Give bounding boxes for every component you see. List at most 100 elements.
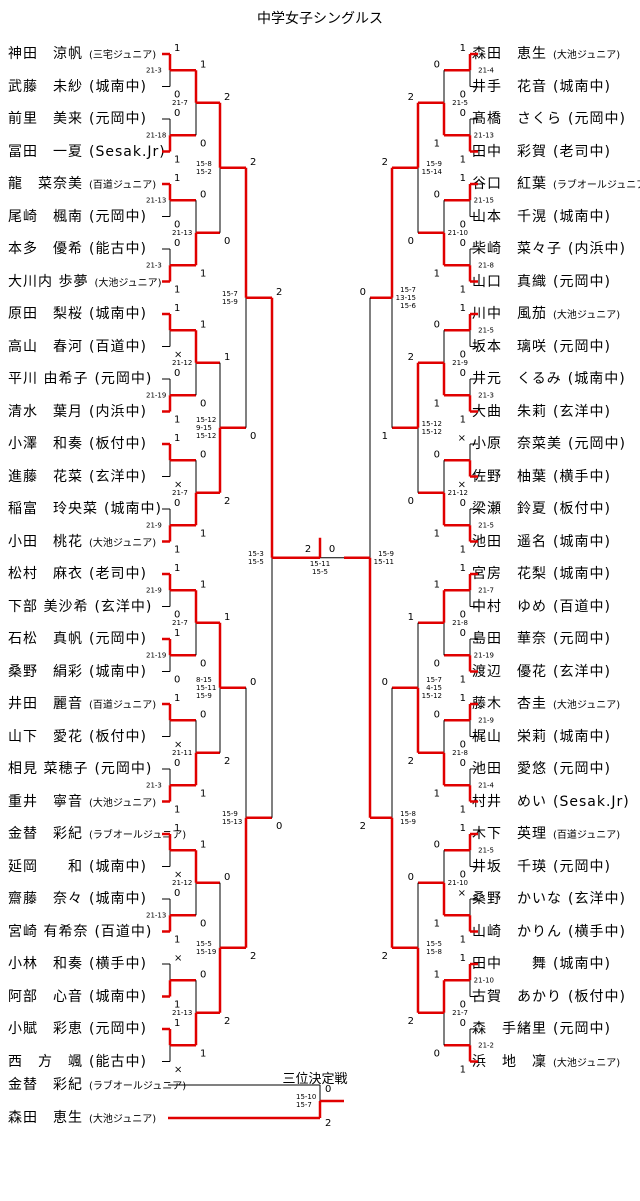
left-player: 齋藤 奈々(城南中) — [8, 890, 147, 908]
match-mark: 1 — [460, 303, 466, 314]
player-team: (城南中) — [553, 728, 611, 745]
match-mark: 1 — [174, 285, 180, 296]
match-score: 15-11 — [374, 558, 394, 566]
player-name: 山口 真織 — [472, 273, 547, 290]
match-mark: 0 — [174, 238, 180, 249]
match-mark: 0 — [276, 821, 282, 832]
match-score: 21-15 — [474, 196, 494, 204]
match-score: 21-12 — [172, 359, 192, 367]
match-mark: 1 — [382, 431, 388, 442]
left-player: 稲富 玲央菜(城南中) — [8, 500, 162, 518]
right-player: 藤木 杏圭(大池ジュニア) — [472, 695, 620, 713]
match-mark: 1 — [460, 155, 466, 166]
player-team: (大池ジュニア) — [89, 537, 157, 549]
player-team: (大池ジュニア) — [94, 277, 162, 289]
match-mark: 1 — [434, 579, 440, 590]
match-mark: 0 — [382, 677, 388, 688]
match-score: 21-8 — [478, 261, 494, 269]
match-mark: 0 — [250, 677, 256, 688]
match-mark: 1 — [200, 319, 206, 330]
right-player: 浜 地 凜(大池ジュニア) — [472, 1053, 620, 1071]
match-mark: 0 — [200, 398, 206, 409]
left-player: 井田 麗音(百道ジュニア) — [8, 695, 156, 713]
right-player: 古賀 あかり(板付中) — [472, 988, 626, 1006]
player-team: (三宅ジュニア) — [89, 50, 157, 61]
player-name: 田中 舞 — [472, 956, 547, 972]
match-mark: 1 — [174, 173, 180, 184]
match-score: 21-7 — [452, 1009, 468, 1017]
match-score: 21-18 — [146, 131, 166, 139]
match-score: 8-15 — [196, 676, 212, 684]
left-player: 龍 菜奈美(百道ジュニア) — [8, 175, 156, 193]
match-mark: 1 — [460, 693, 466, 704]
left-player: 相見 菜穂子(元岡中) — [8, 760, 152, 778]
match-mark: 0 — [174, 220, 180, 231]
match-mark: 1 — [174, 1018, 180, 1029]
match-mark: 0 — [434, 658, 440, 669]
player-team: (城南中) — [553, 566, 611, 582]
match-score: 15-13 — [222, 818, 242, 826]
player-name: 田中 彩賀 — [472, 143, 547, 160]
match-score: 15-12 — [422, 420, 442, 428]
player-team: (大池ジュニア) — [89, 1114, 157, 1125]
match-mark: 2 — [408, 1016, 414, 1027]
match-score: 21-13 — [172, 229, 192, 237]
match-mark: 1 — [460, 173, 466, 184]
right-player: 森田 恵生(大池ジュニア) — [472, 45, 620, 63]
left-player: 前里 美来(元岡中) — [8, 110, 147, 128]
player-team: (百道中) — [553, 598, 611, 615]
match-score: 21-19 — [474, 651, 494, 659]
match-score: 15-9 — [196, 692, 212, 700]
match-score: 21-4 — [478, 781, 494, 789]
match-score: 21-2 — [478, 1041, 494, 1049]
player-team: (城南中) — [553, 208, 611, 225]
player-name: 森田 恵生 — [8, 1110, 83, 1126]
match-score: 21-4 — [478, 66, 494, 74]
player-team: (横手中) — [568, 923, 626, 940]
match-score: 15-5 — [248, 558, 264, 566]
left-player: 桑野 絹彩(城南中) — [8, 663, 147, 681]
match-mark: 1 — [434, 969, 440, 980]
match-mark: × — [458, 480, 466, 491]
match-mark: 1 — [174, 823, 180, 834]
match-mark: 0 — [460, 1000, 466, 1011]
player-team: (元岡中) — [94, 371, 153, 387]
match-score: 21-8 — [452, 619, 468, 627]
player-name: 藤木 杏圭 — [472, 696, 547, 712]
player-team: (城南中) — [89, 306, 147, 322]
player-name: 金替 彩紀 — [8, 1077, 83, 1093]
player-name: 井坂 千瑛 — [472, 858, 547, 875]
player-name: 尾崎 楓南 — [8, 208, 83, 225]
player-name: 大曲 朱莉 — [472, 403, 547, 420]
match-mark: 0 — [174, 108, 180, 119]
match-mark: 0 — [174, 675, 180, 686]
player-team: (板付中) — [89, 728, 147, 745]
player-team: (大池ジュニア) — [89, 797, 157, 809]
left-player: 下部 美沙希(玄洋中) — [8, 598, 152, 616]
match-mark: 0 — [200, 969, 206, 980]
match-score: 21-3 — [146, 781, 162, 789]
match-mark: 0 — [460, 628, 466, 639]
player-team: (城南中) — [89, 858, 147, 875]
left-player: 金替 彩紀(ラブオールジュニア) — [8, 825, 186, 843]
player-name: 下部 美沙希 — [8, 598, 89, 615]
match-mark: 0 — [460, 350, 466, 361]
match-mark: 0 — [460, 90, 466, 101]
match-score: 15-3 — [248, 550, 264, 558]
match-score: 15-7 — [400, 286, 416, 294]
player-name: 井手 花音 — [472, 78, 547, 95]
player-team: (大池ジュニア) — [553, 1057, 621, 1069]
right-player: 大曲 朱莉(玄洋中) — [472, 403, 611, 421]
match-mark: × — [458, 433, 466, 444]
player-name: 大川内 歩夢 — [8, 273, 89, 290]
player-team: (城南中) — [567, 371, 626, 387]
left-player: 重井 寧音(大池ジュニア) — [8, 793, 156, 811]
match-score: 21-5 — [478, 521, 494, 529]
player-name: 小田 桃花 — [8, 533, 83, 550]
match-mark: 0 — [460, 108, 466, 119]
player-team: (元岡中) — [568, 111, 626, 127]
player-name: 髙橋 さくら — [472, 111, 562, 127]
match-mark: × — [174, 350, 182, 361]
left-player: 小林 和奏(横手中) — [8, 955, 147, 973]
match-mark: 1 — [174, 1000, 180, 1011]
